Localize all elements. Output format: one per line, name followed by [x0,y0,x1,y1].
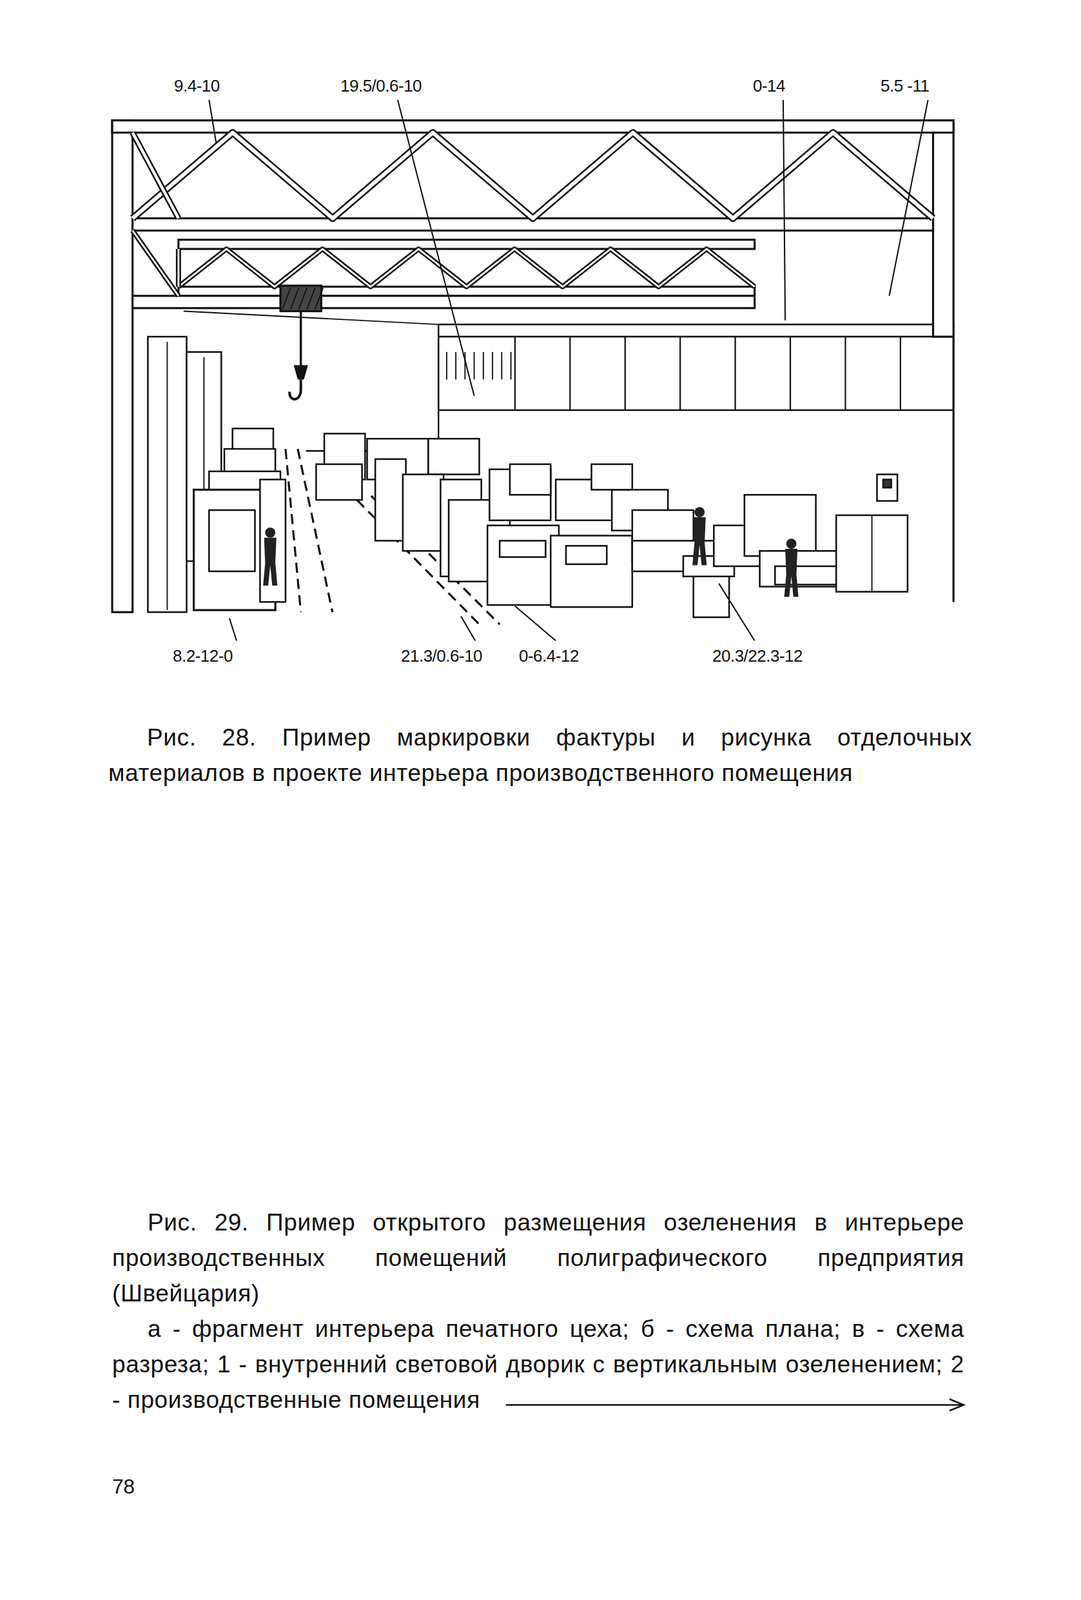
callout-code: 8.2-12-0 [172,645,233,666]
worker [262,537,278,586]
truss-member [132,230,179,296]
electric-panel [877,474,898,501]
worker-head [264,527,276,538]
truss-member-inner [177,248,180,287]
machine-block [550,535,633,608]
machine-block [591,464,633,490]
callout-code: 20.3/22.3-12 [712,645,803,666]
window-band [438,336,954,410]
leader-line [718,583,755,641]
workshop-drawing [112,99,954,641]
floor-marking [285,448,302,612]
figure-legend: а - фрагмент интерьера печатного цеха; б… [112,1310,965,1417]
window-mullion [899,336,902,410]
worker-head [694,506,705,517]
window-mullion [569,336,571,410]
continue-arrow [506,1403,964,1406]
leader-line [460,616,476,641]
wall-beam [438,324,954,337]
truss-member-inner [178,248,755,287]
leader-line [229,618,237,641]
leader-line [783,99,786,321]
machine-block [693,571,730,617]
machine-window [208,509,255,572]
door [147,336,187,612]
callout-code: 0-6.4-12 [518,645,579,666]
window-mullion [679,336,681,410]
electric-panel-lamp [883,479,892,488]
callout-code: 9.4-10 [174,76,220,96]
cabinet [744,494,817,556]
window-mullion [491,351,494,380]
window-mullion [473,351,476,380]
callout-code: 19.5/0.6-10 [340,76,422,96]
trolley-hatch [299,287,308,309]
crane-trolley [280,285,322,312]
machine-block [428,438,479,474]
window-mullion [514,336,516,410]
window-mullion [510,351,512,380]
continue-arrowhead [949,1398,964,1411]
trolley-hatch [315,287,324,309]
figure-caption: Рис. 29. Пример открытого размещения озе… [112,1204,965,1311]
window-mullion [844,336,846,410]
worker [784,548,799,597]
machine-block [487,525,559,605]
trolley-hatch [290,287,300,309]
machine-block [315,464,362,500]
leader-line [889,99,929,296]
callout-code: 5.5 -11 [880,76,930,96]
window-mullion [789,336,791,410]
machine-block [259,479,286,603]
cabinet [836,515,908,592]
truss-member [132,132,179,219]
worker-head [786,538,797,549]
truss-member [178,248,755,287]
callout-code: 0-14 [752,76,786,96]
window-mullion [734,336,737,410]
page-number: 78 [112,1476,135,1496]
truss-member [175,248,182,287]
leader-line [515,605,556,641]
callout-code: 21.3/0.6-10 [400,645,483,666]
truss-member [132,132,934,219]
window-mullion [482,351,485,380]
window-mullion [446,351,448,380]
door-line [166,341,168,610]
machine-block [402,474,444,552]
girder-chord [178,239,755,249]
figure-caption: Рис. 28. Пример маркировки фактуры и рис… [108,719,973,791]
crane-beam [132,295,755,309]
hook [289,379,301,400]
truss-member-inner [132,230,179,296]
truss-member-inner [132,132,179,219]
column [933,120,955,337]
window-mullion [624,336,626,410]
worker [692,516,707,565]
column [112,120,133,613]
machine-block [509,464,551,495]
truss-member-inner [132,132,934,219]
trolley-hatch [282,287,291,309]
control-panel [499,540,546,557]
leader-line [397,99,475,396]
wall-edge [952,336,955,602]
trolley-hatch [306,287,316,309]
window-mullion [500,351,503,380]
machine-block [375,458,406,541]
truss-chord [112,120,954,133]
ceiling-edge [183,311,439,325]
control-panel [565,545,607,564]
hook-block [293,364,309,380]
window-mullion [455,351,457,380]
leader-line [208,99,216,143]
hook-rope [299,311,302,368]
cabinet-door [871,515,873,592]
